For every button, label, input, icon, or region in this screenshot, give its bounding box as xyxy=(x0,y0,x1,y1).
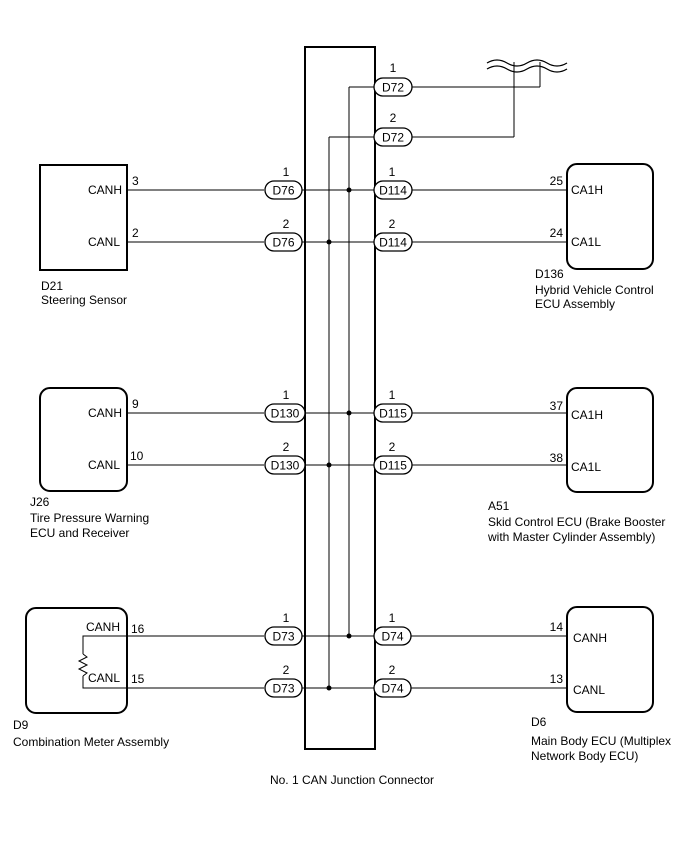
connector-d76-pin1: D76 1 xyxy=(264,165,303,200)
ecu-box-tire-pressure-warning xyxy=(39,387,128,492)
connector-name: D74 xyxy=(381,630,403,644)
component-name: Combination Meter Assembly xyxy=(13,735,169,749)
component-name: Hybrid Vehicle Control xyxy=(535,283,654,297)
connector-d130-pin1: D130 1 xyxy=(264,388,306,423)
connector-d115-pin2: D115 2 xyxy=(373,440,413,475)
ecu-pin-number: 37 xyxy=(550,399,564,413)
connector-pin-number: 1 xyxy=(390,61,397,75)
connector-name: D76 xyxy=(272,236,294,250)
connector-d73-pin1: D73 1 xyxy=(264,611,303,646)
ecu-box-combination-meter xyxy=(25,607,128,714)
connector-pin-number: 1 xyxy=(283,611,290,625)
connector-name: D115 xyxy=(379,407,407,421)
component-code: D6 xyxy=(531,715,547,729)
connector-d74-pin1: D74 1 xyxy=(373,611,412,646)
connector-d74-pin2: D74 2 xyxy=(373,663,412,698)
signal-label: CA1H xyxy=(571,408,603,422)
signal-label: CANL xyxy=(573,683,605,697)
signal-label: CA1L xyxy=(571,235,601,249)
connector-name: D114 xyxy=(379,184,407,198)
connector-d114-pin1: D114 1 xyxy=(373,165,413,200)
signal-label: CANL xyxy=(88,235,120,249)
connector-name: D72 xyxy=(382,81,404,95)
junction-connector-label: No. 1 CAN Junction Connector xyxy=(270,773,434,787)
connector-name: D114 xyxy=(379,236,407,250)
ecu-box-main-body xyxy=(566,606,654,713)
connector-name: D130 xyxy=(271,459,300,473)
connector-name: D74 xyxy=(381,682,403,696)
component-code: D21 xyxy=(41,279,63,293)
junction-connector-body xyxy=(304,46,376,750)
signal-label: CA1H xyxy=(571,183,603,197)
connector-name: D73 xyxy=(272,630,294,644)
ecu-pin-number: 38 xyxy=(550,451,564,465)
ecu-pin-number: 16 xyxy=(131,622,145,636)
wire-break-symbol xyxy=(486,59,568,73)
component-name: Skid Control ECU (Brake Booster xyxy=(488,515,665,529)
component-name: ECU Assembly xyxy=(535,297,615,311)
component-name: ECU and Receiver xyxy=(30,526,129,540)
connector-pin-number: 2 xyxy=(283,217,290,231)
ecu-box-hybrid-vehicle-control xyxy=(566,163,654,270)
connector-pin-number: 2 xyxy=(389,663,396,677)
connector-name: D76 xyxy=(272,184,294,198)
connector-d72-pin1: D72 1 xyxy=(373,61,413,97)
connector-pin-number: 1 xyxy=(389,611,396,625)
connector-pin-number: 2 xyxy=(283,440,290,454)
ecu-pin-number: 9 xyxy=(132,397,139,411)
connector-name: D72 xyxy=(382,131,404,145)
signal-label: CANL xyxy=(88,671,120,685)
connector-name: D115 xyxy=(379,459,407,473)
component-name: Steering Sensor xyxy=(41,293,127,307)
connector-pin-number: 2 xyxy=(283,663,290,677)
component-name: Main Body ECU (Multiplex xyxy=(531,734,671,748)
component-name: Tire Pressure Warning xyxy=(30,511,149,525)
ecu-box-skid-control xyxy=(566,387,654,493)
connector-pin-number: 2 xyxy=(390,111,397,125)
ecu-pin-number: 14 xyxy=(550,620,564,634)
connector-pin-number: 1 xyxy=(389,388,396,402)
ecu-pin-number: 3 xyxy=(132,174,139,188)
signal-label: CANH xyxy=(88,183,122,197)
connector-pin-number: 1 xyxy=(389,165,396,179)
ecu-pin-number: 15 xyxy=(131,672,145,686)
signal-label: CA1L xyxy=(571,460,601,474)
connector-pin-number: 2 xyxy=(389,440,396,454)
connector-name: D73 xyxy=(272,682,294,696)
ecu-pin-number: 13 xyxy=(550,672,564,686)
connector-d114-pin2: D114 2 xyxy=(373,217,413,252)
resistor-icon xyxy=(77,635,127,689)
connector-name: D130 xyxy=(271,407,300,421)
connector-d115-pin1: D115 1 xyxy=(373,388,413,423)
signal-label: CANL xyxy=(88,458,120,472)
ecu-pin-number: 24 xyxy=(550,226,564,240)
connector-d76-pin2: D76 2 xyxy=(264,217,303,252)
ecu-box-steering-sensor xyxy=(39,164,128,271)
connector-d72-pin2: D72 2 xyxy=(373,111,413,147)
ecu-pin-number: 2 xyxy=(132,226,139,240)
ecu-pin-number: 10 xyxy=(130,449,144,463)
connector-d130-pin2: D130 2 xyxy=(264,440,306,475)
connector-pin-number: 1 xyxy=(283,165,290,179)
component-name: with Master Cylinder Assembly) xyxy=(487,530,655,544)
component-code: D9 xyxy=(13,718,29,732)
connector-pin-number: 2 xyxy=(389,217,396,231)
component-code: J26 xyxy=(30,495,50,509)
connector-d73-pin2: D73 2 xyxy=(264,663,303,698)
connector-pin-number: 1 xyxy=(283,388,290,402)
component-name: Network Body ECU) xyxy=(531,749,638,763)
signal-label: CANH xyxy=(573,631,607,645)
ecu-pin-number: 25 xyxy=(550,174,564,188)
component-code: A51 xyxy=(488,499,510,513)
signal-label: CANH xyxy=(86,620,120,634)
signal-label: CANH xyxy=(88,406,122,420)
component-code: D136 xyxy=(535,267,564,281)
